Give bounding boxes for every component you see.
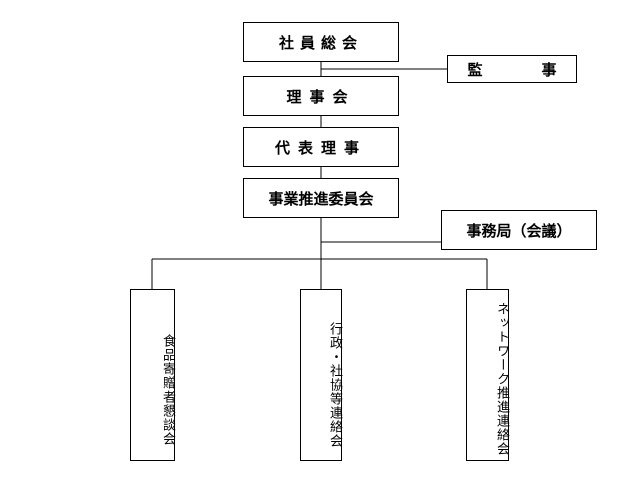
board-box: 理事会 (243, 76, 399, 116)
admin-council-box: 行政・社協等連絡会 (300, 289, 342, 461)
network-council-label: ネットワーク推進連絡会 (494, 302, 509, 456)
network-council-box: ネットワーク推進連絡会 (466, 289, 509, 461)
secretariat-label: 事務局（会議） (466, 221, 572, 240)
auditor-label: 監 事 (467, 60, 579, 79)
secretariat-box: 事務局（会議） (441, 210, 597, 250)
auditor-box: 監 事 (447, 55, 577, 83)
food-donation-label: 食品寄贈者懇談会 (160, 334, 175, 446)
representative-label: 代表理事 (274, 138, 367, 157)
representative-box: 代表理事 (243, 127, 399, 167)
promotion-committee-label: 事業推進委員会 (268, 189, 374, 208)
general-meeting-box: 社員総会 (243, 22, 399, 62)
general-meeting-label: 社員総会 (278, 33, 363, 52)
admin-council-label: 行政・社協等連絡会 (327, 322, 342, 448)
food-donation-box: 食品寄贈者懇談会 (130, 289, 175, 461)
board-label: 理事会 (286, 87, 356, 106)
promotion-committee-box: 事業推進委員会 (243, 178, 399, 218)
